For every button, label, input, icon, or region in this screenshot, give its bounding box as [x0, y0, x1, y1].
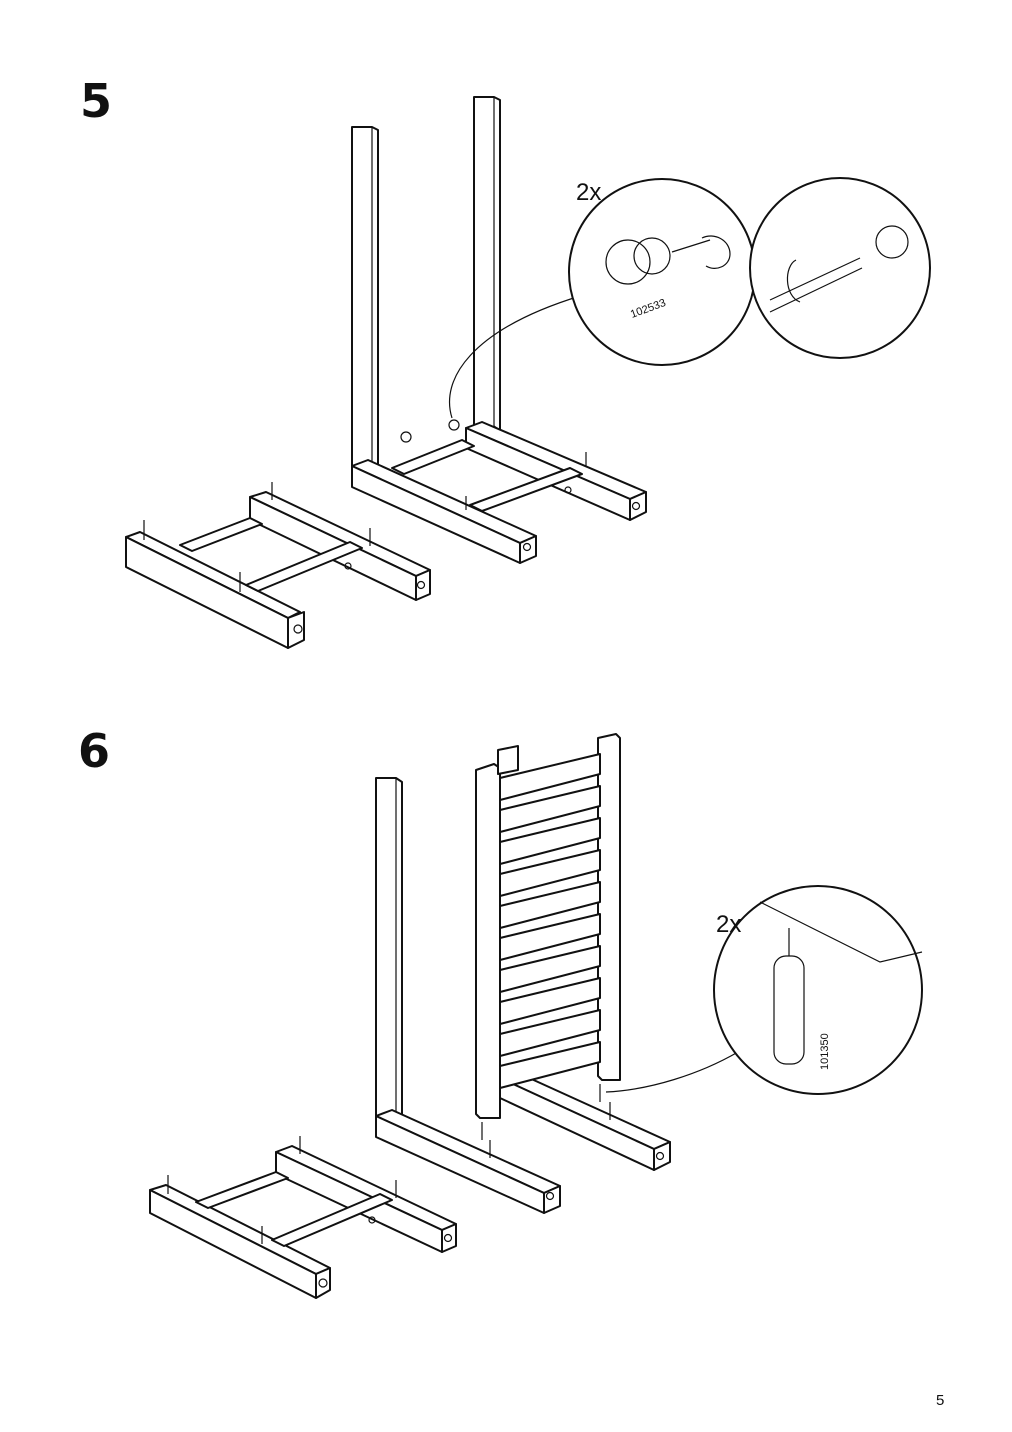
step-6-quantity: 2x: [716, 911, 741, 938]
loose-base-frame: [125, 482, 431, 649]
headboard-panel: [475, 733, 739, 1140]
dowel-detail: 2x 101350: [713, 885, 923, 1095]
step-5-quantity: 2x: [576, 179, 601, 206]
upright-frame: [375, 777, 671, 1214]
step-6-number: 6: [78, 724, 111, 778]
loose-base-frame: [149, 1136, 457, 1299]
step-5-number: 5: [80, 74, 113, 128]
screwdriver-detail: [749, 177, 931, 359]
step-6-part-id: 101350: [819, 1033, 831, 1070]
cam-lock-detail: 2x 102533: [568, 178, 756, 366]
slat-group: [499, 753, 601, 1089]
upright-frame: [351, 96, 647, 564]
page-number: 5: [936, 1392, 945, 1409]
